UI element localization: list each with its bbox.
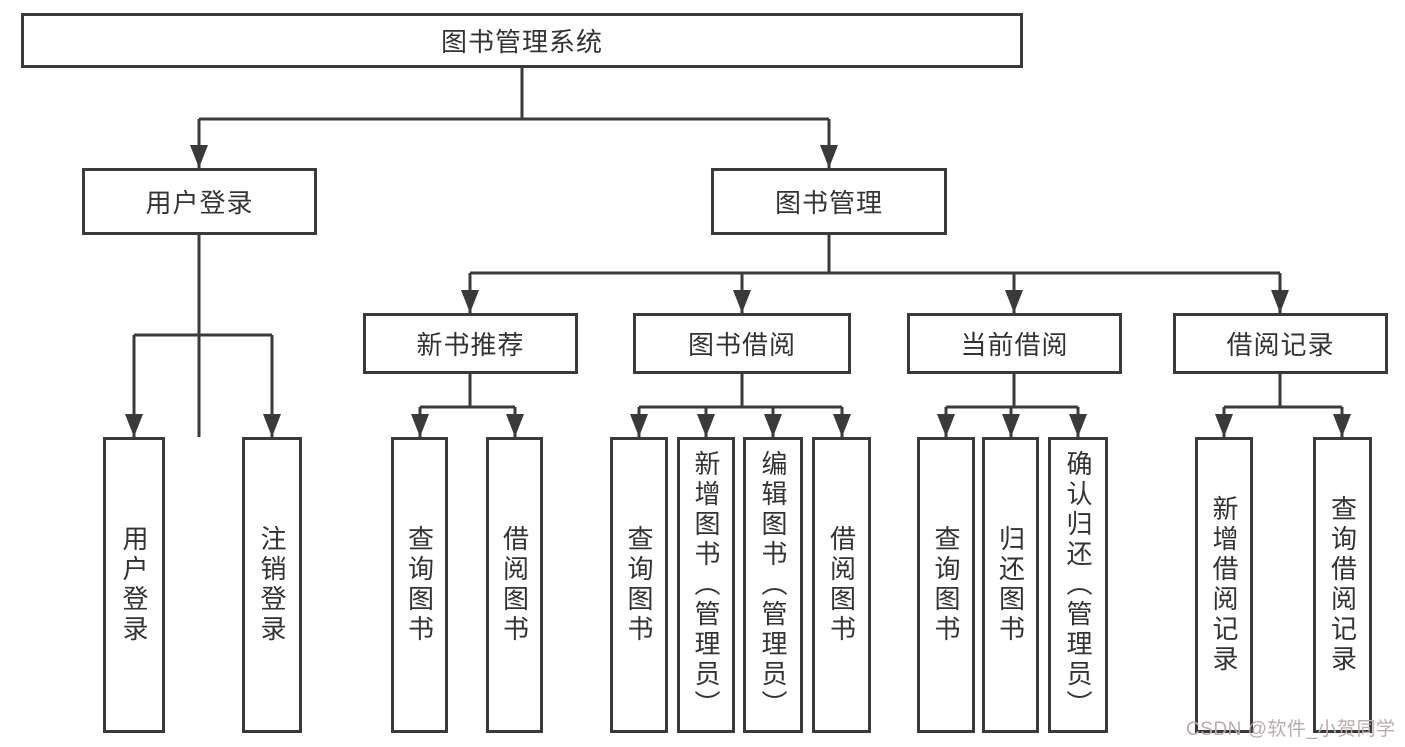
node-leaf-return-books-label: 归还图书 — [995, 525, 1026, 645]
node-leaf-borrow-books-2: 借阅图书 — [812, 437, 871, 733]
arrowhead-icon — [937, 414, 955, 437]
node-leaf-logout: 注销登录 — [242, 437, 302, 733]
node-leaf-edit-books-admin: 编辑图书（管理员） — [743, 437, 803, 733]
arrowhead-icon — [190, 145, 208, 168]
node-leaf-logout-label: 注销登录 — [257, 525, 287, 645]
arrowhead-icon — [506, 414, 524, 437]
node-new-book-recommend-label: 新书推荐 — [416, 330, 525, 360]
arrowhead-icon — [461, 290, 479, 313]
node-leaf-edit-books-admin-label: 编辑图书（管理员） — [758, 450, 788, 720]
node-current-borrowing: 当前借阅 — [907, 313, 1122, 374]
edge-root-branch — [197, 68, 831, 437]
node-leaf-query-borrow-record-label: 查询借阅记录 — [1327, 495, 1358, 675]
edge-book-mgmt-branch — [468, 235, 1282, 313]
node-leaf-user-login-label: 用户登录 — [119, 525, 149, 645]
node-leaf-borrow-books-2-label: 借阅图书 — [826, 525, 857, 645]
node-root-system: 图书管理系统 — [21, 13, 1023, 68]
node-leaf-add-books-admin: 新增图书（管理员） — [677, 437, 735, 733]
arrowhead-icon — [764, 414, 782, 437]
node-book-borrowing-label: 图书借阅 — [687, 330, 796, 360]
arrowhead-icon — [820, 145, 838, 168]
csdn-watermark: CSDN @软件_小贺同学 — [1186, 719, 1396, 740]
arrowhead-icon — [733, 290, 751, 313]
arrowhead-icon — [1069, 414, 1087, 437]
arrowhead-icon — [1215, 414, 1233, 437]
arrowhead-icon — [263, 414, 281, 437]
node-borrowing-records-label: 借阅记录 — [1226, 330, 1335, 360]
node-leaf-query-books-2-label: 查询图书 — [624, 525, 654, 645]
arrowheads — [125, 145, 1351, 437]
node-leaf-query-books-1-label: 查询图书 — [404, 525, 435, 645]
arrowhead-icon — [833, 414, 851, 437]
node-leaf-return-books: 归还图书 — [982, 437, 1039, 733]
arrowhead-icon — [1333, 414, 1351, 437]
node-book-management: 图书管理 — [711, 168, 947, 235]
node-leaf-add-borrow-record-label: 新增借阅记录 — [1209, 495, 1239, 675]
node-leaf-confirm-return-admin: 确认归还（管理员） — [1048, 437, 1108, 733]
arrowhead-icon — [697, 414, 715, 437]
arrowhead-icon — [630, 414, 648, 437]
arrowhead-icon — [1271, 290, 1289, 313]
edge-borrow-records-branch — [1222, 374, 1344, 437]
node-leaf-query-borrow-record: 查询借阅记录 — [1313, 437, 1372, 733]
node-user-login-label: 用户登录 — [145, 188, 254, 218]
node-leaf-query-books-1: 查询图书 — [391, 437, 448, 733]
node-borrowing-records: 借阅记录 — [1173, 313, 1388, 374]
node-leaf-borrow-books-1-label: 借阅图书 — [499, 525, 530, 645]
node-user-login: 用户登录 — [82, 168, 317, 235]
arrowhead-icon — [1005, 290, 1023, 313]
node-leaf-confirm-return-admin-label: 确认归还（管理员） — [1063, 450, 1093, 720]
node-current-borrowing-label: 当前借阅 — [960, 330, 1069, 360]
node-leaf-borrow-books-1: 借阅图书 — [486, 437, 543, 733]
node-new-book-recommend: 新书推荐 — [363, 313, 578, 374]
node-leaf-query-books-3-label: 查询图书 — [931, 525, 961, 645]
edge-book-borrow-branch — [637, 374, 844, 437]
node-leaf-user-login: 用户登录 — [103, 437, 165, 733]
node-leaf-query-books-3: 查询图书 — [917, 437, 975, 733]
edge-new-books-branch — [418, 374, 517, 437]
edge-paths — [132, 68, 1344, 437]
node-book-management-label: 图书管理 — [774, 188, 883, 218]
node-leaf-add-borrow-record: 新增借阅记录 — [1195, 437, 1253, 733]
node-leaf-query-books-2: 查询图书 — [610, 437, 668, 733]
node-book-borrowing: 图书借阅 — [633, 313, 851, 374]
node-leaf-add-books-admin-label: 新增图书（管理员） — [691, 450, 721, 720]
node-root-label: 图书管理系统 — [440, 27, 603, 57]
arrowhead-icon — [125, 414, 143, 437]
arrowhead-icon — [411, 414, 429, 437]
arrowhead-icon — [1002, 414, 1020, 437]
edge-user-login-branch — [132, 235, 274, 437]
